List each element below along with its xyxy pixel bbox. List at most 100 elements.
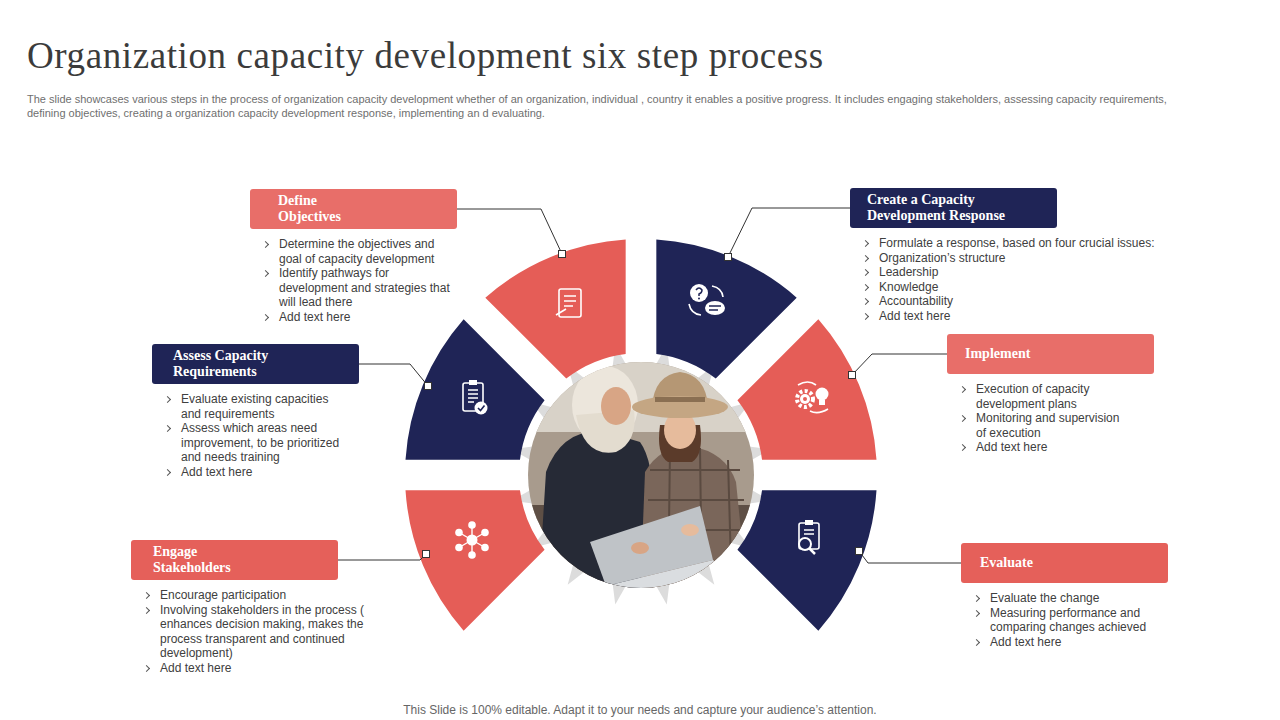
center-photo — [528, 362, 754, 602]
bullet-item: Involving stakeholders in the process ( … — [160, 603, 365, 661]
clipboard-search-icon — [799, 520, 819, 554]
step-group: Assess Capacity RequirementsEvaluate exi… — [152, 344, 359, 479]
bullet-item: Execution of capacity development plans — [976, 382, 1131, 411]
step-icons — [455, 284, 828, 559]
bullet-item: Assess which areas need improvement, to … — [181, 421, 346, 465]
icon-part — [804, 530, 814, 534]
bullet-item: Add text here — [160, 661, 365, 676]
bullet-item: Leadership — [879, 265, 1179, 280]
leader-dot — [559, 251, 566, 258]
bullet-item: Measuring performance and comparing chan… — [990, 606, 1160, 635]
leader-dot — [425, 383, 432, 390]
bullet-item: Add text here — [279, 310, 457, 325]
step-header-box: Engage Stakeholders — [131, 540, 338, 580]
icon-part — [475, 402, 488, 415]
bullet-item: Accountability — [879, 294, 1179, 309]
leader-line — [359, 364, 428, 386]
step-group: Engage StakeholdersEncourage participati… — [131, 540, 365, 675]
icon-part — [564, 296, 576, 306]
bullet-list: Determine the objectives and goal of cap… — [279, 237, 457, 324]
icon-part — [800, 394, 810, 404]
icon-part — [803, 397, 807, 401]
icon-part — [709, 306, 721, 310]
petal-ring — [405, 239, 876, 630]
bullet-item: Monitoring and supervision of execution — [976, 411, 1131, 440]
icon-part — [468, 551, 476, 559]
step-group: ImplementExecution of capacity developme… — [947, 334, 1154, 455]
slide-description: The slide showcases various steps in the… — [27, 92, 1205, 120]
icon-part — [455, 544, 463, 552]
icon-part — [481, 529, 489, 537]
icon-part — [819, 400, 825, 405]
bullet-item: Add text here — [879, 309, 1179, 324]
icon-part — [698, 298, 700, 300]
bullet-item: Encourage participation — [160, 588, 365, 603]
icon-part — [809, 548, 815, 554]
bullet-list: Execution of capacity development plansM… — [976, 382, 1154, 455]
clipboard-check-icon — [463, 380, 488, 415]
step-header-box: Create a Capacity Development Response — [850, 188, 1057, 228]
document-icon — [556, 289, 581, 317]
laptop-base — [574, 560, 732, 602]
icon-part — [459, 525, 485, 555]
step-heading: Implement — [965, 346, 1030, 362]
step-group: EvaluateEvaluate the changeMeasuring per… — [961, 543, 1168, 649]
step-header-box: Define Objectives — [250, 189, 457, 229]
bullet-list: Formulate a response, based on four cruc… — [879, 236, 1179, 323]
hat-band — [655, 397, 705, 402]
network-icon — [455, 521, 489, 559]
petal-segment — [485, 239, 625, 378]
photo-window — [528, 362, 754, 432]
leader-dot — [423, 551, 430, 558]
icon-part — [816, 388, 829, 401]
icon-part — [805, 520, 813, 525]
bullet-item: Evaluate the change — [990, 591, 1160, 606]
hat-brim — [632, 396, 728, 418]
icon-part — [690, 284, 708, 302]
person-face — [601, 387, 631, 425]
bullet-item: Identify pathways for development and st… — [279, 266, 457, 310]
bullet-list: Evaluate the changeMeasuring performance… — [990, 591, 1168, 649]
icon-part — [481, 544, 489, 552]
bullet-item: Add text here — [976, 440, 1131, 455]
icon-part — [478, 406, 485, 411]
leader-line — [728, 208, 850, 257]
icon-part — [467, 535, 478, 546]
icon-part — [798, 382, 828, 413]
step-heading: Evaluate — [980, 555, 1033, 571]
leader-dot — [725, 254, 732, 261]
icon-part — [469, 380, 477, 385]
step-heading: Engage Stakeholders — [153, 544, 253, 576]
icon-part — [468, 390, 478, 402]
bullet-item: Add text here — [990, 635, 1160, 650]
icon-part — [689, 286, 723, 315]
icon-part — [696, 288, 702, 296]
leader-dot — [856, 548, 863, 555]
step-header-box: Implement — [947, 334, 1154, 374]
leader-line — [338, 554, 426, 560]
hat-crown — [652, 372, 708, 407]
icon-part — [705, 301, 725, 315]
chat-icon — [689, 284, 725, 315]
icon-part — [455, 529, 463, 537]
icon-part — [556, 309, 566, 315]
slide-title: Organization capacity development six st… — [27, 34, 824, 78]
icon-part — [799, 523, 819, 549]
icon-part — [797, 391, 813, 407]
step-heading: Assess Capacity Requirements — [173, 348, 298, 380]
leader-dot — [849, 372, 856, 379]
icon-part — [468, 521, 476, 529]
bullet-list: Encourage participationInvolving stakeho… — [160, 588, 365, 675]
person-hand — [631, 542, 649, 554]
footer-note: This Slide is 100% editable. Adapt it to… — [0, 703, 1280, 718]
bullet-item: Organization’s structure — [879, 251, 1179, 266]
step-header-box: Assess Capacity Requirements — [152, 344, 359, 384]
bullet-item: Evaluate existing capacities and require… — [181, 392, 346, 421]
petal-segment — [405, 319, 544, 459]
person-hand — [681, 524, 699, 536]
leader-line — [457, 209, 562, 254]
bullet-list: Evaluate existing capacities and require… — [181, 392, 359, 479]
petal-segment — [656, 239, 796, 378]
bullet-item: Knowledge — [879, 280, 1179, 295]
